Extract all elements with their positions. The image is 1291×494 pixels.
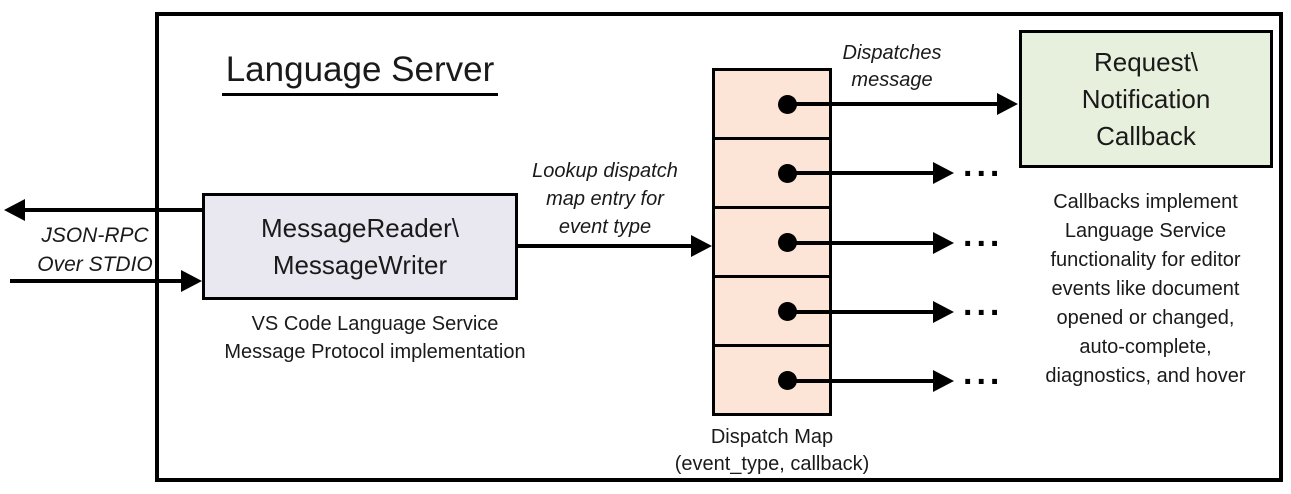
json-rpc-label-line2: Over STDIO [37,253,153,276]
ellipsis-icon: ... [963,146,1004,184]
arrow-out-head-icon [4,199,25,221]
reader-caption-line1: VS Code Language Service [251,313,499,335]
callbacks-note-line: opened or changed, [1056,307,1235,329]
reader-box-line1: MessageReader\ [261,212,459,243]
dispatch-arrow-head-icon [933,370,954,392]
ellipsis-icon: ... [963,354,1004,392]
callbacks-note-line: diagnostics, and hover [1045,365,1246,387]
ellipsis-icon: ... [963,216,1004,254]
json-rpc-label-line1: JSON-RPC [41,224,149,247]
arrow-out-line [22,208,202,212]
dispatch-arrow-line [787,241,935,245]
dispatch-arrow-head-icon [933,232,954,254]
dispatch-map-caption: Dispatch Map (event_type, callback) [642,424,902,478]
dispatch-arrow-line [787,310,935,314]
callback-box-line2: Notification [1081,83,1211,114]
callbacks-note-line: Callbacks implement [1053,191,1238,213]
lookup-label-line2: map entry for [546,188,664,210]
dispatches-label-line2: message [851,69,933,91]
lookup-arrow-head-icon [691,235,712,257]
callbacks-note-line: events like document [1051,278,1240,300]
callbacks-note: Callbacks implement Language Service fun… [1008,188,1283,391]
callbacks-note-line: functionality for editor [1050,249,1241,271]
json-rpc-label: JSON-RPC Over STDIO [25,221,165,279]
lookup-dispatch-label: Lookup dispatch map entry for event type [520,157,690,241]
callbacks-note-line: auto-complete, [1079,336,1212,358]
dispatch-caption-line2: (event_type, callback) [674,453,870,475]
dispatch-arrow-line [787,379,935,383]
language-server-container-box [155,12,1283,482]
lookup-arrow-line [515,244,693,248]
diagram-title: Language Server [200,50,520,96]
dispatch-arrow-head-icon [933,301,954,323]
callback-box-line1: Request\ [1093,46,1199,77]
dispatch-arrow-line [787,102,999,106]
dispatch-arrow-line [787,171,935,175]
reader-caption-line2: Message Protocol implementation [224,341,526,363]
request-notification-callback-box: Request\ Notification Callback [1019,30,1273,168]
callback-box-line3: Callback [1096,120,1196,151]
reader-box-line2: MessageWriter [272,249,448,280]
dispatch-arrow-head-icon [997,93,1018,115]
ellipsis-icon: ... [963,285,1004,323]
dispatch-caption-line1: Dispatch Map [710,426,834,448]
lookup-label-line3: event type [558,216,652,238]
message-reader-writer-box: MessageReader\ MessageWriter [202,193,518,300]
reader-caption: VS Code Language Service Message Protoco… [195,310,555,366]
callbacks-note-line: Language Service [1064,220,1227,242]
arrow-in-line [10,279,183,283]
lookup-label-line1: Lookup dispatch [532,160,678,182]
arrow-in-head-icon [181,270,202,292]
diagram-title-text: Language Server [221,50,499,96]
dispatches-message-label: Dispatches message [832,40,952,94]
dispatches-label-line1: Dispatches [842,42,942,64]
dispatch-arrow-head-icon [933,162,954,184]
